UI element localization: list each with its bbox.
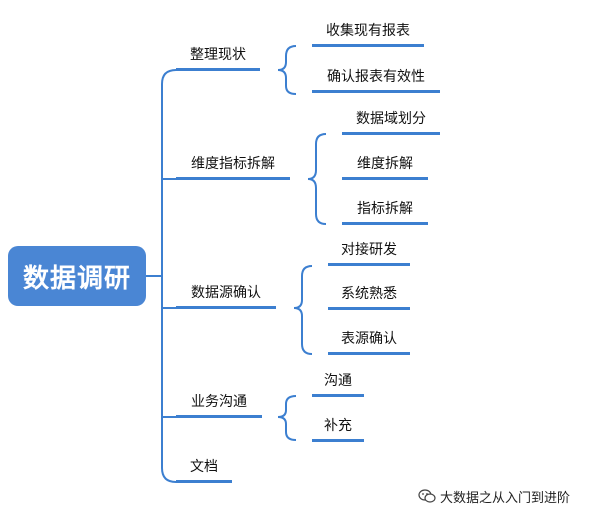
trunk-connector	[146, 69, 177, 483]
branch-node-2: 维度指标拆解	[176, 155, 290, 180]
branch-node-5: 文档	[176, 458, 232, 483]
watermark-text: 大数据之从入门到进阶	[440, 490, 571, 506]
branch-node-4: 业务沟通	[176, 393, 262, 418]
leaf-node: 对接研发	[328, 241, 410, 266]
leaf-node: 系统熟悉	[328, 285, 410, 310]
wechat-icon	[418, 489, 436, 503]
leaf-node: 维度拆解	[342, 155, 428, 180]
bracket-branch-3	[293, 265, 313, 355]
root-node: 数据调研	[8, 246, 146, 306]
leaf-node: 补充	[312, 417, 364, 442]
leaf-node: 表源确认	[328, 330, 410, 355]
leaf-node: 收集现有报表	[312, 22, 424, 47]
leaf-node: 沟通	[312, 372, 364, 397]
leaf-node: 指标拆解	[342, 200, 428, 225]
bracket-branch-1	[277, 45, 297, 95]
bracket-branch-2	[307, 133, 327, 225]
bracket-branch-4	[277, 395, 297, 441]
branch-node-1: 整理现状	[176, 46, 260, 71]
branch-node-3: 数据源确认	[176, 284, 276, 309]
watermark: 大数据之从入门到进阶	[418, 486, 606, 506]
leaf-node: 确认报表有效性	[312, 68, 440, 93]
leaf-node: 数据域划分	[342, 110, 440, 135]
